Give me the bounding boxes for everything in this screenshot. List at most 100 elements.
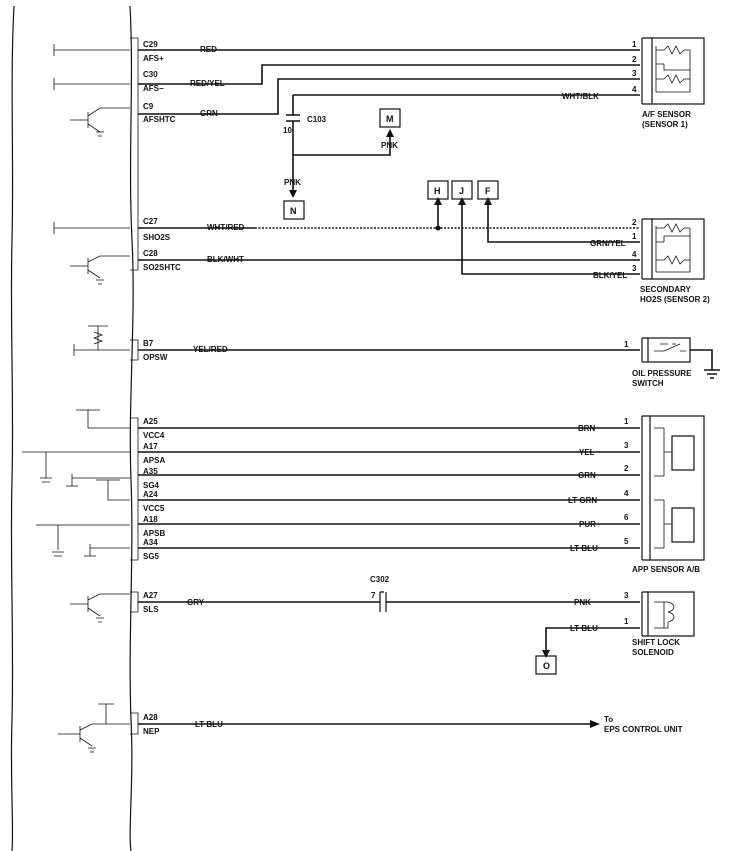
app-pin-4: 4 <box>624 489 629 498</box>
ho2s-sub: HO2S (SENSOR 2) <box>640 295 710 304</box>
signal-nep: NEP <box>143 727 160 736</box>
af-pin-4: 4 <box>632 85 637 94</box>
ho2s-pin-1: 1 <box>632 232 637 241</box>
wire-c9: GRN <box>200 109 218 118</box>
ref-box-f[interactable] <box>477 180 499 200</box>
eps-name: EPS CONTROL UNIT <box>604 725 683 734</box>
pin-a25: A25 <box>143 417 158 426</box>
c302-pin: 7 <box>371 591 376 600</box>
ho2s-name: SECONDARY <box>640 285 691 294</box>
af-sensor-name: A/F SENSOR <box>642 110 691 119</box>
ho2s-pin-4: 4 <box>632 250 637 259</box>
app-pin-1: 1 <box>624 417 629 426</box>
af-pin-3: 3 <box>632 69 637 78</box>
ref-box-h[interactable] <box>427 180 449 200</box>
shift-lock-circuit: C302 7 GRY PNK LT BLU O 3 1 SHIFT LOCK S… <box>138 575 695 675</box>
wire-lt-grn: LT GRN <box>568 496 597 505</box>
oil-switch-sub: SWITCH <box>632 379 664 388</box>
wire-blk-yel: BLK/YEL <box>593 271 627 280</box>
wire-a27: GRY <box>187 598 205 607</box>
signal-sho2s: SHO2S <box>143 233 171 242</box>
wire-a28: LT BLU <box>195 720 223 729</box>
pin-a24: A24 <box>143 490 158 499</box>
wire-brn: BRN <box>578 424 596 433</box>
pin-c27: C27 <box>143 217 158 226</box>
signal-apsa: APSA <box>143 456 165 465</box>
oil-pin-1: 1 <box>624 340 629 349</box>
eps-circuit: LT BLU To EPS CONTROL UNIT <box>138 715 683 734</box>
ref-box-n[interactable] <box>283 200 305 220</box>
wire-pnk-sol: PNK <box>574 598 591 607</box>
wire-c30: RED/YEL <box>190 79 225 88</box>
shift-lock-sub: SOLENOID <box>632 648 674 657</box>
app-sensor-name: APP SENSOR A/B <box>632 565 700 574</box>
wire-b7: YEL/RED <box>193 345 228 354</box>
ref-box-j[interactable] <box>451 180 473 200</box>
app-pin-6: 6 <box>624 513 629 522</box>
sol-pin-1: 1 <box>624 617 629 626</box>
pin-a35: A35 <box>143 467 158 476</box>
wire-pur: PUR <box>579 520 596 529</box>
wire-af-4: WHT/BLK <box>562 92 599 101</box>
ref-box-m[interactable] <box>379 108 401 128</box>
connector-c302: C302 <box>370 575 390 584</box>
signal-afs-plus: AFS+ <box>143 54 164 63</box>
ref-box-o-label: O <box>543 661 550 671</box>
wire-grn: GRN <box>578 471 596 480</box>
app-pin-2: 2 <box>624 464 629 473</box>
app-pin-3: 3 <box>624 441 629 450</box>
af-sensor-circuit: RED RED/YEL GRN WHT/BLK C103 10 PNK PNK … <box>138 37 705 220</box>
ho2s-body <box>651 218 705 280</box>
oil-pressure-circuit: YEL/RED 1 OIL PRESSURE SWITCH <box>138 337 720 388</box>
oil-switch-name: OIL PRESSURE <box>632 369 692 378</box>
ref-box-o[interactable] <box>535 655 557 675</box>
signal-sg5: SG5 <box>143 552 160 561</box>
pin-c9: C9 <box>143 102 154 111</box>
shift-lock-name: SHIFT LOCK <box>632 638 680 647</box>
wire-pnk-c103: PNK <box>284 178 301 187</box>
pin-b7: B7 <box>143 339 154 348</box>
pin-c30: C30 <box>143 70 158 79</box>
shift-lock-body <box>647 591 695 637</box>
pin-a28: A28 <box>143 713 158 722</box>
ref-box-j-label: J <box>459 186 464 196</box>
app-sensor-circuit: BRN YEL GRN LT GRN PUR LT BLU 1 3 2 4 6 … <box>138 415 705 574</box>
ho2s-pin-3: 3 <box>632 264 637 273</box>
af-sensor-sub: (SENSOR 1) <box>642 120 688 129</box>
ecm-pin-labels: C29 AFS+ C30 AFS− C9 AFSHTC C27 SHO2S C2… <box>143 40 181 736</box>
pin-a17: A17 <box>143 442 158 451</box>
pin-a27: A27 <box>143 591 158 600</box>
wire-pnk-m: PNK <box>381 141 398 150</box>
signal-sg4: SG4 <box>143 481 160 490</box>
ho2s-circuit: H J F WHT/RED BLK/WHT GRN/YEL BLK/YEL 2 … <box>138 180 710 304</box>
ref-box-f-label: F <box>485 186 491 196</box>
signal-afs-minus: AFS− <box>143 84 164 93</box>
ref-box-h-label: H <box>434 186 441 196</box>
pin-a18: A18 <box>143 515 158 524</box>
pin-c29: C29 <box>143 40 158 49</box>
signal-sls: SLS <box>143 605 159 614</box>
wire-c27: WHT/RED <box>207 223 245 232</box>
wire-c29: RED <box>200 45 217 54</box>
wire-grn-yel: GRN/YEL <box>590 239 626 248</box>
signal-opsw: OPSW <box>143 353 168 362</box>
signal-afshtc: AFSHTC <box>143 115 176 124</box>
sol-pin-3: 3 <box>624 591 629 600</box>
app-sensor-body <box>649 415 705 561</box>
signal-vcc5: VCC5 <box>143 504 165 513</box>
wire-yel: YEL <box>579 448 595 457</box>
af-sensor-body <box>651 37 705 105</box>
ref-box-m-label: M <box>386 114 394 124</box>
app-pin-5: 5 <box>624 537 629 546</box>
pin-a34: A34 <box>143 538 158 547</box>
signal-apsb: APSB <box>143 529 165 538</box>
oil-switch-body <box>647 337 691 363</box>
ho2s-pin-2: 2 <box>632 218 637 227</box>
wire-c28: BLK/WHT <box>207 255 244 264</box>
connector-c103: C103 <box>307 115 327 124</box>
signal-so2shtc: SO2SHTC <box>143 263 181 272</box>
pin-c28: C28 <box>143 249 158 258</box>
ecm-body <box>10 5 134 851</box>
signal-vcc4: VCC4 <box>143 431 165 440</box>
